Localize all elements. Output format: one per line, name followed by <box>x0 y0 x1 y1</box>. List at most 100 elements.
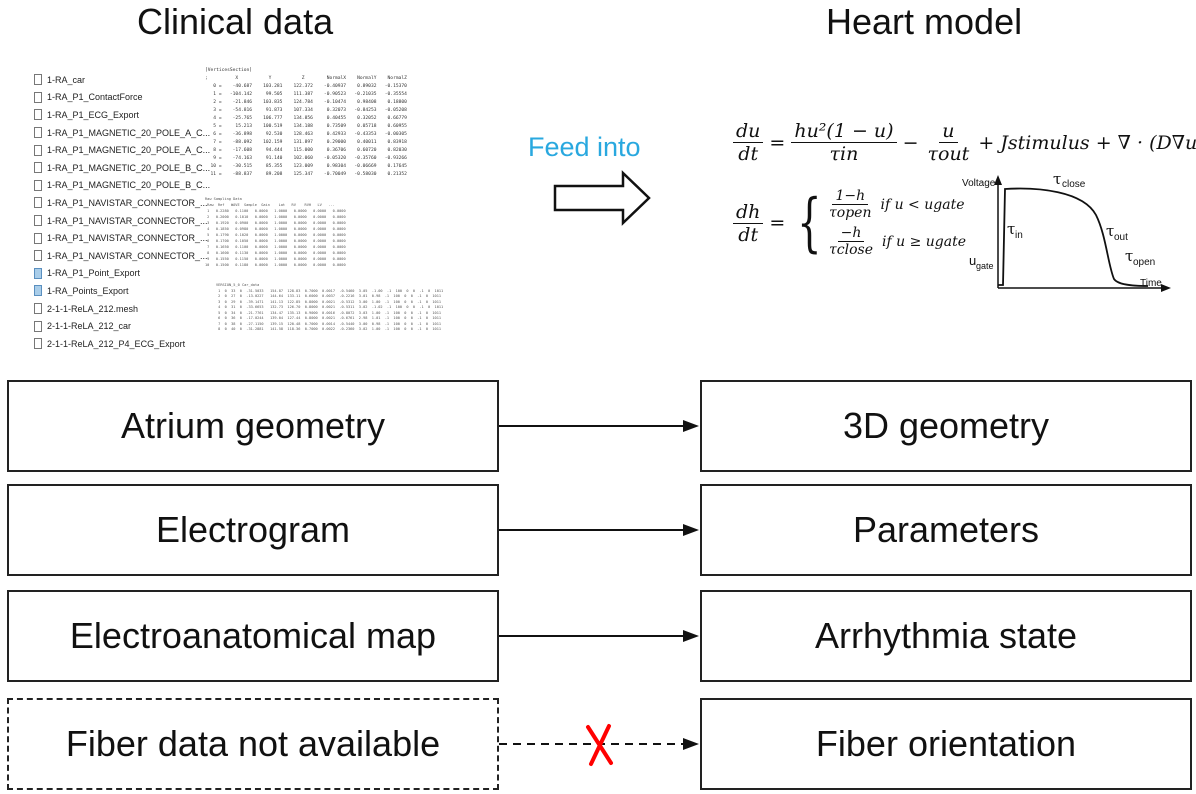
file-item[interactable]: 1-RA_P1_ContactForce <box>34 89 214 107</box>
du-dt-denominator: dt <box>738 143 759 165</box>
file-name: 1-RA_P1_ContactForce <box>47 92 143 103</box>
du-dt-numerator: du <box>733 120 764 143</box>
connector-arrow-1 <box>499 420 699 432</box>
case-list: 1−h τopen if u < ugate −h τclose if u ≥ … <box>826 188 966 258</box>
dh-dt-denominator: dt <box>738 223 759 246</box>
dh-dt-numerator: dh <box>733 201 764 224</box>
arrowhead-icon <box>683 630 699 642</box>
cross-mark-icon <box>586 724 613 766</box>
file-name: 1-RA_Points_Export <box>47 285 129 296</box>
voltage-axis-arrowhead-icon <box>994 175 1002 185</box>
u-gate-subscript: gate <box>976 261 994 271</box>
file-item[interactable]: 1-RA_P1_MAGNETIC_20_POLE_B_C... <box>34 159 214 177</box>
file-icon <box>34 127 42 139</box>
file-name: 1-RA_P1_NAVISTAR_CONNECTOR_... <box>47 215 208 226</box>
file-item[interactable]: 1-RA_P1_MAGNETIC_20_POLE_A_C... <box>34 141 214 159</box>
file-name: 1-RA_P1_Point_Export <box>47 268 141 279</box>
file-name: 1-RA_P1_MAGNETIC_20_POLE_B_C... <box>47 162 211 173</box>
du-term1: hu²(1 − u) τin <box>791 120 897 165</box>
connector-arrow-2 <box>499 524 699 536</box>
file-name: 1-RA_car <box>47 74 86 85</box>
arrowhead-icon <box>683 420 699 432</box>
file-name: 1-RA_P1_MAGNETIC_20_POLE_B_C... <box>47 180 211 191</box>
arrowhead-icon <box>683 524 699 536</box>
heart-model-heading: Heart model <box>826 1 1023 42</box>
case-1: 1−h τopen if u < ugate <box>826 188 966 221</box>
case-brace: { <box>797 186 822 260</box>
file-item[interactable]: 2-1-1-ReLA_212.mesh <box>34 300 214 318</box>
file-name: 2-1-1-ReLA_212_P4_ECG_Export <box>47 338 186 349</box>
file-item[interactable]: 2-1-1-ReLA_212_P4_ECG_Export <box>34 335 214 353</box>
action-potential-diagram: Voltage Time τ close τ in τ out τ open u… <box>962 170 1171 292</box>
du-term2-denominator: τout <box>927 143 970 165</box>
voltage-axis-label: Voltage <box>962 178 996 189</box>
tau-in-subscript: in <box>1015 230 1023 241</box>
action-potential-curve <box>998 187 1149 287</box>
file-name: 1-RA_P1_ECG_Export <box>47 109 140 120</box>
tau-close-symbol: τ <box>1053 170 1061 188</box>
file-icon <box>34 179 42 191</box>
source-box-electroanatomical-map: Electroanatomical map <box>7 590 499 682</box>
file-item[interactable]: 1-RA_P1_NAVISTAR_CONNECTOR_... <box>34 247 214 265</box>
dh-dt-lhs: dh dt <box>733 201 764 246</box>
du-rest-terms: + Jstimulus + ∇ · (D∇u) <box>978 131 1196 154</box>
tau-in-symbol: τ <box>1007 220 1015 238</box>
u-gate-symbol: u <box>969 253 976 268</box>
feed-into-label: Feed into <box>528 132 641 162</box>
dh-dt-equation: dh dt = { 1−h τopen if u < ugate −h τclo… <box>733 188 966 258</box>
file-icon <box>34 232 42 244</box>
source-box-fiber-data: Fiber data not available <box>7 698 499 790</box>
image-file-icon <box>34 285 42 297</box>
file-item[interactable]: 1-RA_P1_NAVISTAR_CONNECTOR_... <box>34 212 214 230</box>
case-2-numerator: −h <box>837 225 865 242</box>
case-1-condition: if u < ugate <box>880 196 965 213</box>
file-item[interactable]: 1-RA_P1_MAGNETIC_20_POLE_A_C... <box>34 124 214 142</box>
target-box-3d-geometry: 3D geometry <box>700 380 1192 472</box>
file-item[interactable]: 1-RA_P1_ECG_Export <box>34 106 214 124</box>
case-1-denominator: τopen <box>829 205 872 221</box>
case-2: −h τclose if u ≥ ugate <box>826 225 966 258</box>
tau-close-subscript: close <box>1062 179 1086 190</box>
time-axis-arrowhead-icon <box>1161 284 1171 292</box>
file-icon <box>34 109 42 121</box>
connector-layer <box>499 420 699 766</box>
file-name: 2-1-1-ReLA_212_car <box>47 321 132 332</box>
image-file-icon <box>34 267 42 279</box>
tau-open-symbol: τ <box>1125 247 1133 265</box>
case-1-numerator: 1−h <box>832 188 869 205</box>
file-icon <box>34 215 42 227</box>
du-term1-denominator: τin <box>829 143 859 165</box>
file-icon <box>34 320 42 332</box>
clinical-data-heading: Clinical data <box>137 1 334 42</box>
file-item[interactable]: 1-RA_P1_NAVISTAR_CONNECTOR_... <box>34 194 214 212</box>
file-item[interactable]: 1-RA_P1_NAVISTAR_CONNECTOR_... <box>34 229 214 247</box>
file-icon <box>34 144 42 156</box>
du-term2-numerator: u <box>939 120 958 143</box>
source-box-electrogram: Electrogram <box>7 484 499 576</box>
file-item[interactable]: 2-1-1-ReLA_212_car <box>34 317 214 335</box>
file-item[interactable]: 1-RA_P1_Point_Export <box>34 265 214 283</box>
file-icon <box>34 74 42 86</box>
du-term2: u τout <box>925 120 973 165</box>
file-list: 1-RA_car 1-RA_P1_ContactForce 1-RA_P1_ECG_… <box>34 71 214 353</box>
vertices-table-excerpt: [VerticesSection] ; X Y Z NormalX Normal… <box>205 68 407 177</box>
file-item[interactable]: 1-RA_Points_Export <box>34 282 214 300</box>
case-1-fraction: 1−h τopen <box>826 188 874 221</box>
points-table-excerpt: VERSION_5_0 Car_data 1 0 33 0 -31.5033 1… <box>216 283 444 331</box>
file-icon <box>34 250 42 262</box>
source-box-atrium-geometry: Atrium geometry <box>7 380 499 472</box>
du-dt-equation: du dt = hu²(1 − u) τin − u τout + Jstimu… <box>733 120 1196 165</box>
file-icon <box>34 91 42 103</box>
file-item[interactable]: 1-RA_P1_MAGNETIC_20_POLE_B_C... <box>34 177 214 195</box>
file-icon <box>34 162 42 174</box>
target-box-fiber-orientation: Fiber orientation <box>700 698 1192 790</box>
tau-out-symbol: τ <box>1106 222 1114 240</box>
ecg-table-excerpt: Raw Sampling Data Raw Ref WAVE Sample Ga… <box>205 197 346 267</box>
time-axis-label: Time <box>1140 278 1162 289</box>
file-icon <box>34 303 42 315</box>
tau-out-subscript: out <box>1114 232 1128 243</box>
file-item[interactable]: 1-RA_car <box>34 71 214 89</box>
connector-arrow-4-unavailable <box>499 724 699 766</box>
file-icon <box>34 338 42 350</box>
file-name: 1-RA_P1_NAVISTAR_CONNECTOR_... <box>47 250 208 261</box>
